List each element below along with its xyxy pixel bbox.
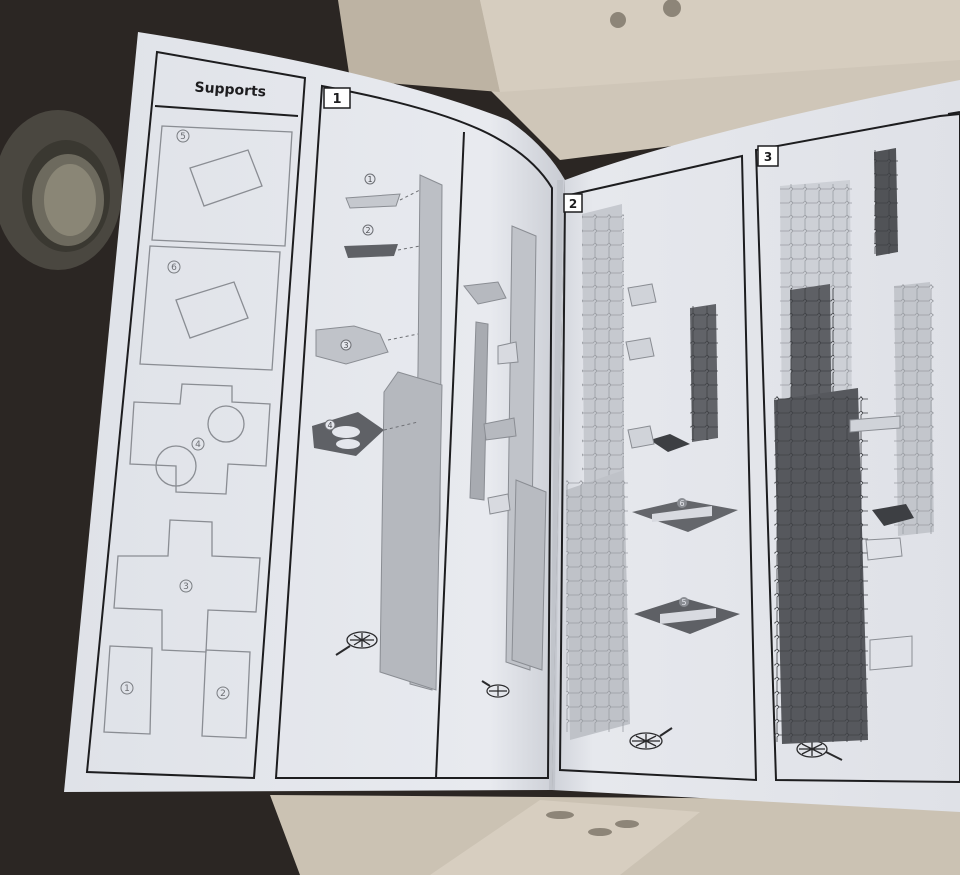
step-3-illustration: [774, 148, 934, 744]
step-1-illustration: [312, 174, 443, 691]
support-number-5: 5: [180, 132, 186, 142]
compass-icon: [481, 680, 510, 698]
step-3-panel: [754, 111, 960, 784]
step-2-number: 2: [569, 197, 577, 211]
step-1-badge: [323, 87, 351, 109]
step-2-part-numbers: 6 5: [677, 498, 689, 607]
step-1-part-2: 2: [365, 226, 370, 235]
compass-icon: [335, 631, 378, 656]
step-1-part-4: 4: [327, 421, 332, 430]
support-shapes: [103, 125, 293, 739]
support-number-6: 6: [171, 263, 177, 273]
page-fold: [549, 179, 563, 791]
step-3-badge: [757, 145, 779, 167]
step-1-part-numbers: 1 2 3 4: [324, 173, 376, 431]
step-3-number: 3: [764, 150, 772, 164]
step-1-panel: [274, 84, 554, 779]
support-number-1: 1: [124, 684, 130, 694]
supports-title: Supports: [194, 80, 267, 101]
step-1-part-3: 3: [343, 341, 348, 350]
step-1-detail-illustration: [463, 225, 547, 671]
step-2-part-5: 5: [681, 598, 686, 607]
cup-icon: [0, 110, 122, 270]
step-2-panel: [558, 154, 758, 782]
supports-panel: [85, 50, 307, 780]
compass-icon: [629, 727, 673, 750]
step-2-illustration: [566, 204, 740, 740]
left-page: [64, 32, 565, 792]
support-number-4: 4: [195, 440, 201, 450]
support-number-2: 2: [220, 689, 226, 699]
support-number-3: 3: [183, 582, 189, 592]
step-1-part-1: 1: [367, 175, 372, 184]
step-1-number: 1: [332, 92, 341, 107]
step-2-badge: [563, 193, 583, 213]
step-2-part-6: 6: [679, 499, 684, 508]
support-numbers: 5 6 4 3 1 2: [120, 129, 230, 700]
